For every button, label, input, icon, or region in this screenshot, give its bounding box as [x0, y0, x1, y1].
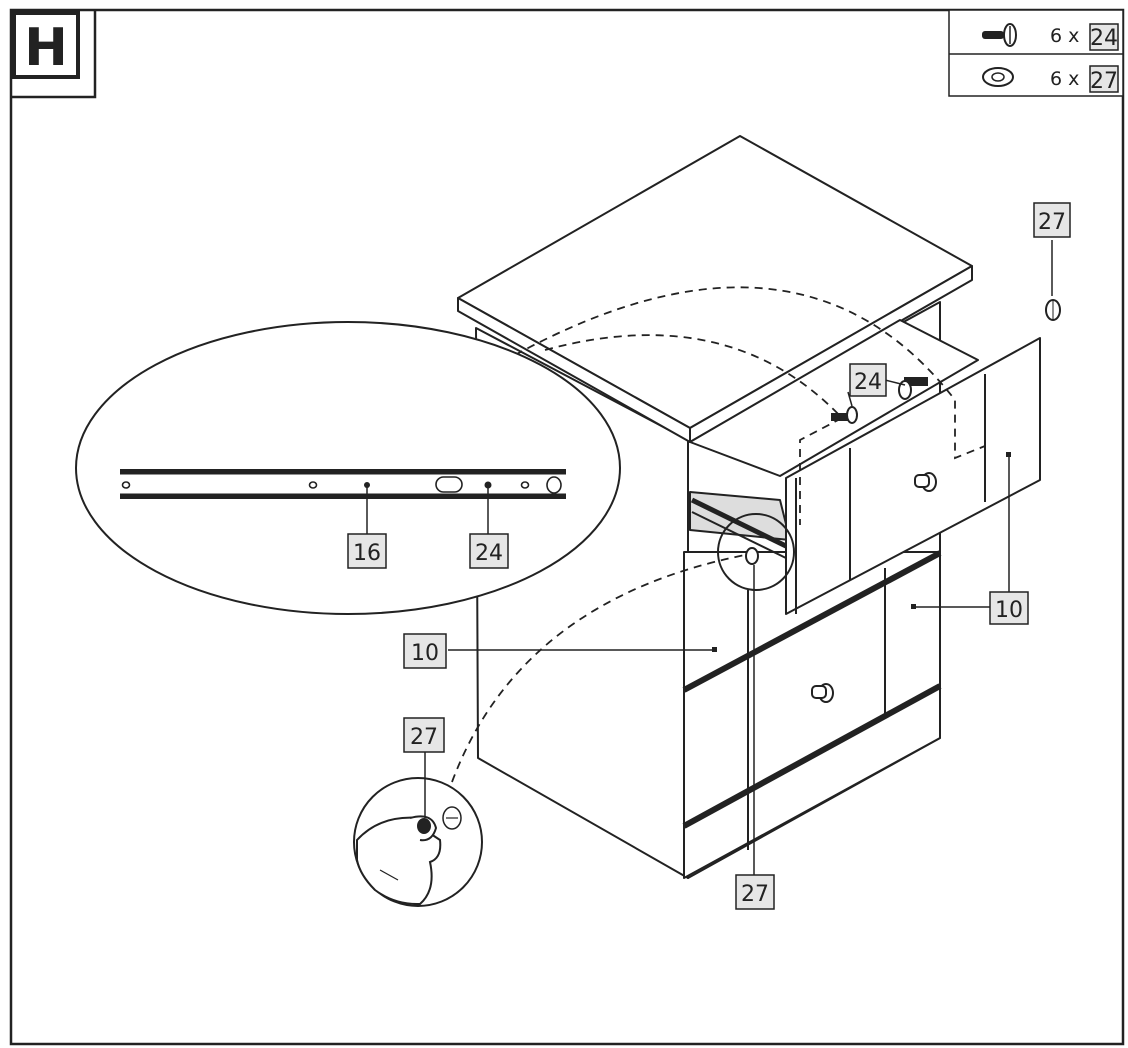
- screw-icon: [898, 377, 928, 400]
- parts-list: 6 x 24 6 x 27: [948, 9, 1124, 97]
- lower-knob-icon: [811, 683, 834, 703]
- guide-lines: [451, 286, 986, 783]
- hand-detail: [353, 777, 483, 907]
- callout-cap-hand: 27: [410, 725, 438, 750]
- top-edge-front: [689, 265, 973, 443]
- cap-icon: [982, 67, 1014, 87]
- open-drawer-box: [689, 319, 979, 477]
- outer-frame: [9, 8, 1125, 1046]
- rail-detail-circle: [717, 513, 795, 591]
- callout-labels: 27 24 16 24 10 10 27 27: [347, 202, 1071, 910]
- step-badge: H: [11, 10, 97, 99]
- callout-front-upper: 10: [995, 598, 1023, 623]
- leader-dot: [1006, 452, 1011, 457]
- upper-knob-icon: [914, 472, 937, 492]
- step-letter: H: [24, 18, 68, 78]
- callout-front-left: 10: [411, 641, 439, 666]
- parts-id-screw: 24: [1090, 26, 1118, 51]
- cap-icon: [1045, 299, 1061, 321]
- callout-cap-top-right: 27: [1038, 210, 1066, 235]
- leader-dot: [911, 604, 916, 609]
- screw-icon: [982, 23, 1017, 47]
- cap-icon: [417, 818, 431, 834]
- callout-rail-screw: 24: [475, 541, 503, 566]
- rail-zoom-detail: [75, 321, 621, 615]
- callout-cap-bottom: 27: [741, 882, 769, 907]
- leader-dot: [712, 647, 717, 652]
- callout-screw-drawer: 24: [854, 370, 882, 395]
- screw-icon: [831, 406, 858, 424]
- parts-qty-cap: 6 x: [1050, 68, 1079, 90]
- parts-qty-screw: 6 x: [1050, 25, 1079, 47]
- nightstand-illustration: [457, 135, 1041, 879]
- parts-id-cap: 27: [1090, 69, 1118, 94]
- callout-rail-part: 16: [353, 541, 381, 566]
- cap-icon: [745, 547, 759, 565]
- leader-lines: [424, 240, 1053, 875]
